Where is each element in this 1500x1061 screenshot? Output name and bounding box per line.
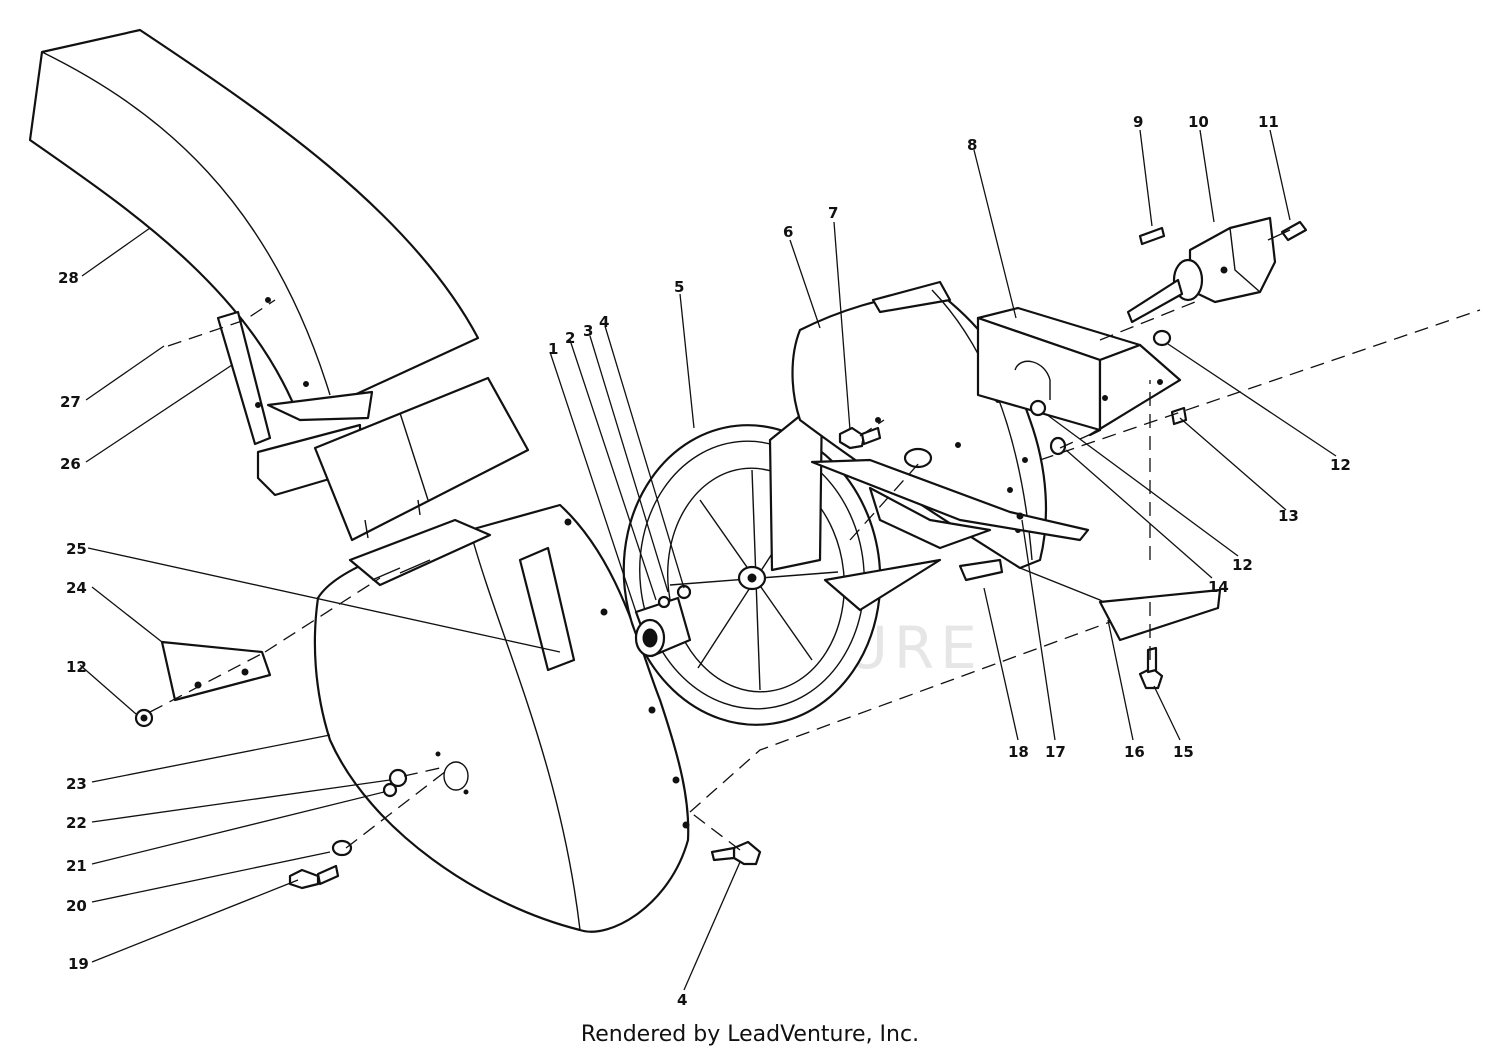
hub-assembly <box>634 584 692 658</box>
bolt-7 <box>838 426 882 450</box>
callout-25: 25 <box>66 540 87 558</box>
callout-21: 21 <box>66 857 87 875</box>
bolt-bottom <box>710 840 762 866</box>
chute-bracket <box>216 297 309 446</box>
callout-6: 6 <box>783 223 793 241</box>
callout-13: 13 <box>1278 507 1299 525</box>
housing-hardware <box>288 768 408 890</box>
bolt-15 <box>1138 646 1164 690</box>
callout-15: 15 <box>1173 743 1194 761</box>
callout-7: 7 <box>828 204 838 222</box>
callout-12-right-bottom: 12 <box>1232 556 1253 574</box>
callout-11: 11 <box>1258 113 1279 131</box>
callout-4-top: 4 <box>599 313 609 331</box>
callout-20: 20 <box>66 897 87 915</box>
assembly-lines <box>149 299 1481 851</box>
callout-22: 22 <box>66 814 87 832</box>
shaft-key <box>1138 226 1166 246</box>
callout-28: 28 <box>58 269 79 287</box>
mounting-plate <box>160 640 272 702</box>
callout-2: 2 <box>565 329 575 347</box>
callout-14: 14 <box>1208 578 1229 596</box>
engine <box>1126 216 1277 324</box>
bracket-hardware <box>1016 329 1188 520</box>
callout-24: 24 <box>66 579 87 597</box>
callout-1: 1 <box>548 340 558 358</box>
callout-17: 17 <box>1045 743 1066 761</box>
callout-18: 18 <box>1008 743 1029 761</box>
footer-credit: Rendered by LeadVenture, Inc. <box>580 1022 920 1047</box>
callout-4-bottom: 4 <box>677 991 687 1009</box>
callout-5: 5 <box>674 278 684 296</box>
callout-26: 26 <box>60 455 81 473</box>
callout-3: 3 <box>583 322 593 340</box>
callout-23: 23 <box>66 775 87 793</box>
callout-8: 8 <box>967 136 977 154</box>
discharge-chute <box>28 28 480 422</box>
leader-lines <box>79 129 1337 991</box>
base-plate <box>810 458 1222 642</box>
callout-10: 10 <box>1188 113 1209 131</box>
bolt-11 <box>1267 220 1308 242</box>
callout-labels: 1 2 3 4 4 5 6 7 8 9 10 11 12 12 12 13 14… <box>58 113 1351 1009</box>
callout-9: 9 <box>1133 113 1143 131</box>
impeller <box>669 396 942 691</box>
callout-12-right-top: 12 <box>1330 456 1351 474</box>
blower-housing <box>313 503 690 933</box>
chute-adapter <box>256 376 530 542</box>
callout-16: 16 <box>1124 743 1145 761</box>
callout-12-left: 12 <box>66 658 87 676</box>
callout-19: 19 <box>68 955 89 973</box>
nut-left <box>134 708 154 728</box>
mount-bracket <box>976 306 1182 437</box>
callout-27: 27 <box>60 393 81 411</box>
